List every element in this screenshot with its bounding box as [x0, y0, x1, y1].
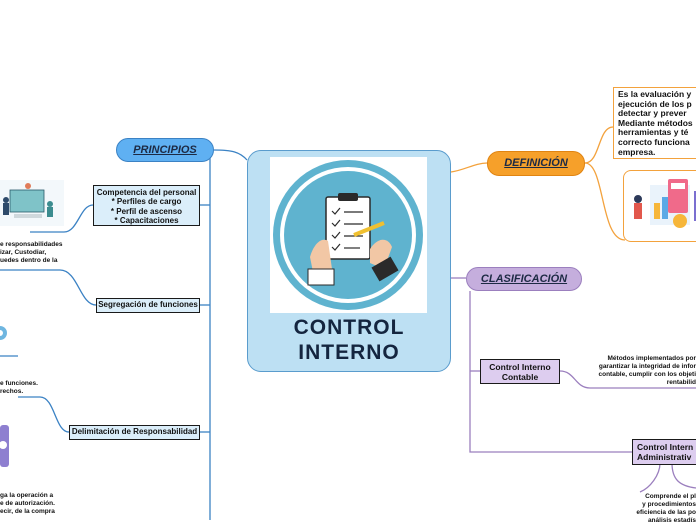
- note-operacion: ga la operación a e de autorización. eci…: [0, 492, 55, 515]
- topic-principios[interactable]: PRINCIPIOS: [116, 138, 214, 162]
- avatar-icon: [0, 425, 9, 467]
- team-meeting-icon: [0, 180, 64, 226]
- subtopic-delimitacion[interactable]: Delimitación de Responsabilidad: [69, 425, 200, 440]
- subtopic-competencia[interactable]: Competencia del personal * Perfiles de c…: [93, 185, 200, 226]
- note-control-contable: Métodos implementados por garantizar la …: [598, 355, 696, 386]
- subtopic-segregacion[interactable]: Segregación de funciones: [96, 298, 200, 313]
- definicion-text: Es la evaluación y ejecución de los p de…: [613, 87, 696, 159]
- team-meeting-image: [0, 180, 64, 226]
- note-funciones: e funciones. rechos.: [0, 380, 38, 395]
- finance-people-icon: [634, 179, 696, 228]
- note-responsabilidades: e responsabilidades izar, Custodiar, ued…: [0, 241, 63, 264]
- topic-definicion[interactable]: DEFINICIÓN: [487, 151, 585, 176]
- definicion-image: [623, 170, 696, 242]
- clipboard-checklist-icon: [273, 160, 423, 310]
- topic-clasificacion[interactable]: CLASIFICACIÓN: [466, 267, 582, 291]
- note-control-administrativo: Comprende el pl y procedimientos eficien…: [636, 493, 696, 524]
- avatar-image: [0, 425, 10, 467]
- subtopic-control-administrativo[interactable]: Control Intern Administrativ: [632, 439, 696, 465]
- central-illustration: [270, 157, 427, 313]
- gear-image: [0, 322, 10, 344]
- subtopic-control-contable[interactable]: Control Interno Contable: [480, 359, 560, 384]
- central-title: CONTROL INTERNO: [293, 316, 405, 364]
- gear-icon: [0, 326, 7, 340]
